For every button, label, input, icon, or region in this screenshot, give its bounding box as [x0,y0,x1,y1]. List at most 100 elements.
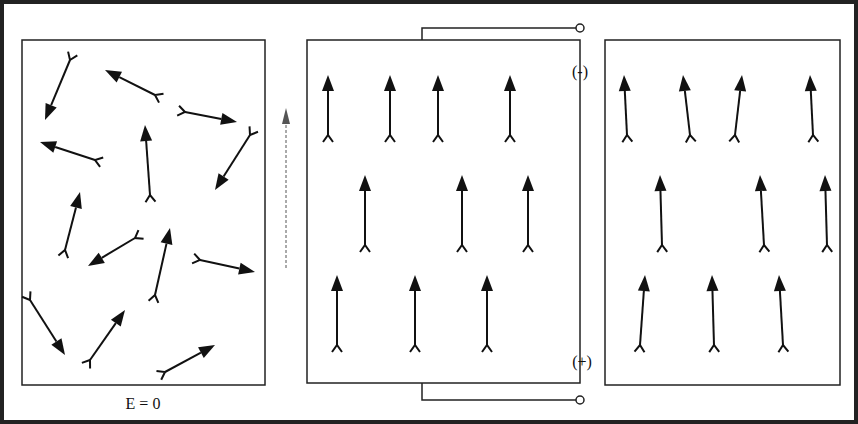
dipole-arrow [622,135,632,142]
dipole-arrow [22,291,30,300]
dipole-arrow [640,291,644,345]
dipole-arrow [250,126,258,135]
dipole-arrow [95,157,103,167]
dipole-arrow [70,192,82,209]
dipole-arrow [55,147,95,160]
dipole-arrow [509,91,511,135]
dipole-arrow [364,191,366,245]
dipole-arrow [135,230,144,239]
dipole-arrow [527,191,529,245]
terminal [576,396,584,404]
dipole-arrow [461,191,463,245]
dipole-arrow [105,70,122,83]
terminal-sign: (-) [572,64,588,80]
dipole-arrow [88,253,105,266]
dipole-arrow [322,75,334,91]
dipole-arrow [657,245,667,252]
dipole-arrow [385,135,395,142]
dipole-arrow [437,91,439,135]
dipole-arrow [414,291,416,345]
dipole-arrow [200,260,239,269]
dipole-arrow [822,245,832,252]
dipole-arrow [119,77,155,95]
dipole-arrow [82,360,90,369]
dipole-arrow [238,263,255,275]
dipole-arrow [654,175,666,191]
dipole-arrow [734,75,746,92]
dipole-arrow [686,135,696,143]
dipole-group [22,52,832,380]
dipole-arrow [389,91,391,135]
dipole-arrow [155,94,163,103]
dipole-arrow [161,228,173,245]
dipole-arrow [140,125,152,141]
dipole-arrow [177,106,185,116]
dipole-arrow [156,371,165,380]
dipole-arrow [805,75,817,91]
dipole-arrow [111,310,125,327]
dipole-arrow [102,238,135,258]
dipole-arrow [360,245,370,252]
panel-random [22,40,265,385]
dipole-arrow [735,91,740,135]
dipole-arrow [638,275,650,291]
dipole-arrow [409,275,421,291]
dipole-arrow [522,175,534,191]
dipole-arrow [825,191,827,245]
dipole-arrow [192,254,200,264]
dipole-arrow [486,291,488,345]
dipole-arrow [30,300,56,342]
dipole-arrow [619,75,631,91]
panel-field [307,40,580,383]
dipole-arrow [215,173,229,190]
dipole-arrow [432,75,444,91]
dipole-arrow [706,275,718,291]
dipole-arrow [482,345,492,352]
dipole-arrow [336,291,338,345]
dipole-arrow [90,323,116,360]
dipole-arrow [679,75,691,92]
dipole-arrow [481,275,493,291]
dipole-arrow [774,275,786,291]
dipole-arrow [51,60,70,105]
dipole-arrow [332,345,342,352]
dipole-arrow [523,245,533,252]
dipole-arrow [504,75,516,91]
dipole-arrow [45,103,57,120]
terminal-sign: (+) [572,354,592,370]
dipole-arrow [712,291,714,345]
dipole-arrow [457,245,467,252]
dipole-arrow [384,75,396,91]
top-wire [422,28,576,40]
field-arrowhead [282,108,290,124]
dipole-arrow [635,345,645,352]
dipole-arrow [65,207,76,250]
dipole-arrow [327,91,329,135]
panel-remanent [605,40,840,385]
dipole-arrow [761,191,764,245]
dipole-arrow [660,191,662,245]
field-label: E = 0 [126,396,161,412]
dipole-arrow [456,175,468,191]
dipole-arrow [808,135,818,142]
dipole-arrow [778,345,788,352]
bottom-wire [422,383,576,400]
dipole-arrow [146,195,156,202]
field-arrow [286,122,287,268]
dipole-arrow [729,135,739,143]
dipole-arrow [155,244,167,295]
dipole-arrow [625,91,627,135]
dipole-arrow [759,245,769,252]
dipole-arrow [68,52,77,60]
dipole-arrow [331,275,343,291]
dipole-arrow [780,291,783,345]
dipole-arrow [685,91,690,135]
dipole-arrow [198,345,215,358]
dipole-arrow [146,141,150,195]
dipole-arrow [185,112,221,119]
terminal [576,24,584,32]
dipole-arrow [755,175,767,191]
